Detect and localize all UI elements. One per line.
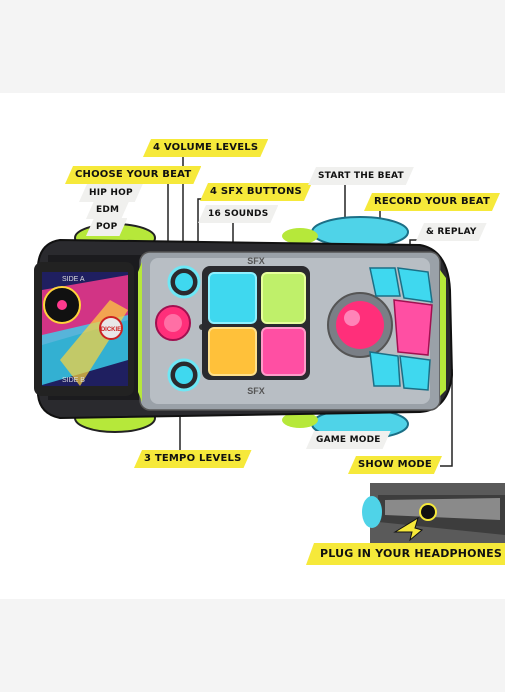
pop-label: POP (86, 218, 127, 236)
sfx-top-text: SFX (247, 256, 265, 266)
headphones-label: PLUG IN YOUR HEADPHONES (306, 543, 505, 565)
rear-controls (327, 267, 433, 391)
sounds-label: 16 SOUNDS (198, 205, 278, 223)
sound-pads: SFX SFX (202, 256, 310, 396)
hood-graphic: DICKIE SIDE A SIDE B (34, 262, 134, 396)
replay-label: & REPLAY (416, 223, 487, 241)
choose-beat-label: CHOOSE YOUR BEAT (65, 166, 201, 184)
headphone-inset (362, 483, 505, 545)
volume-levels-label: 4 VOLUME LEVELS (143, 139, 268, 157)
hip-hop-label: HIP HOP (79, 184, 143, 202)
side-b-text: SIDE B (62, 377, 85, 384)
control-buttons (155, 265, 205, 392)
edm-label: EDM (86, 201, 129, 219)
show-mode-label: SHOW MODE (348, 456, 442, 474)
side-a-text: SIDE A (62, 276, 85, 283)
tempo-levels-label: 3 TEMPO LEVELS (134, 450, 252, 468)
sfx-bottom-text: SFX (247, 386, 265, 396)
brand-logo-text: DICKIE (101, 327, 121, 333)
record-beat-label: RECORD YOUR BEAT (364, 193, 500, 211)
sfx-buttons-label: 4 SFX BUTTONS (200, 183, 312, 201)
start-beat-label: START THE BEAT (308, 167, 414, 185)
game-mode-label: GAME MODE (306, 431, 391, 449)
